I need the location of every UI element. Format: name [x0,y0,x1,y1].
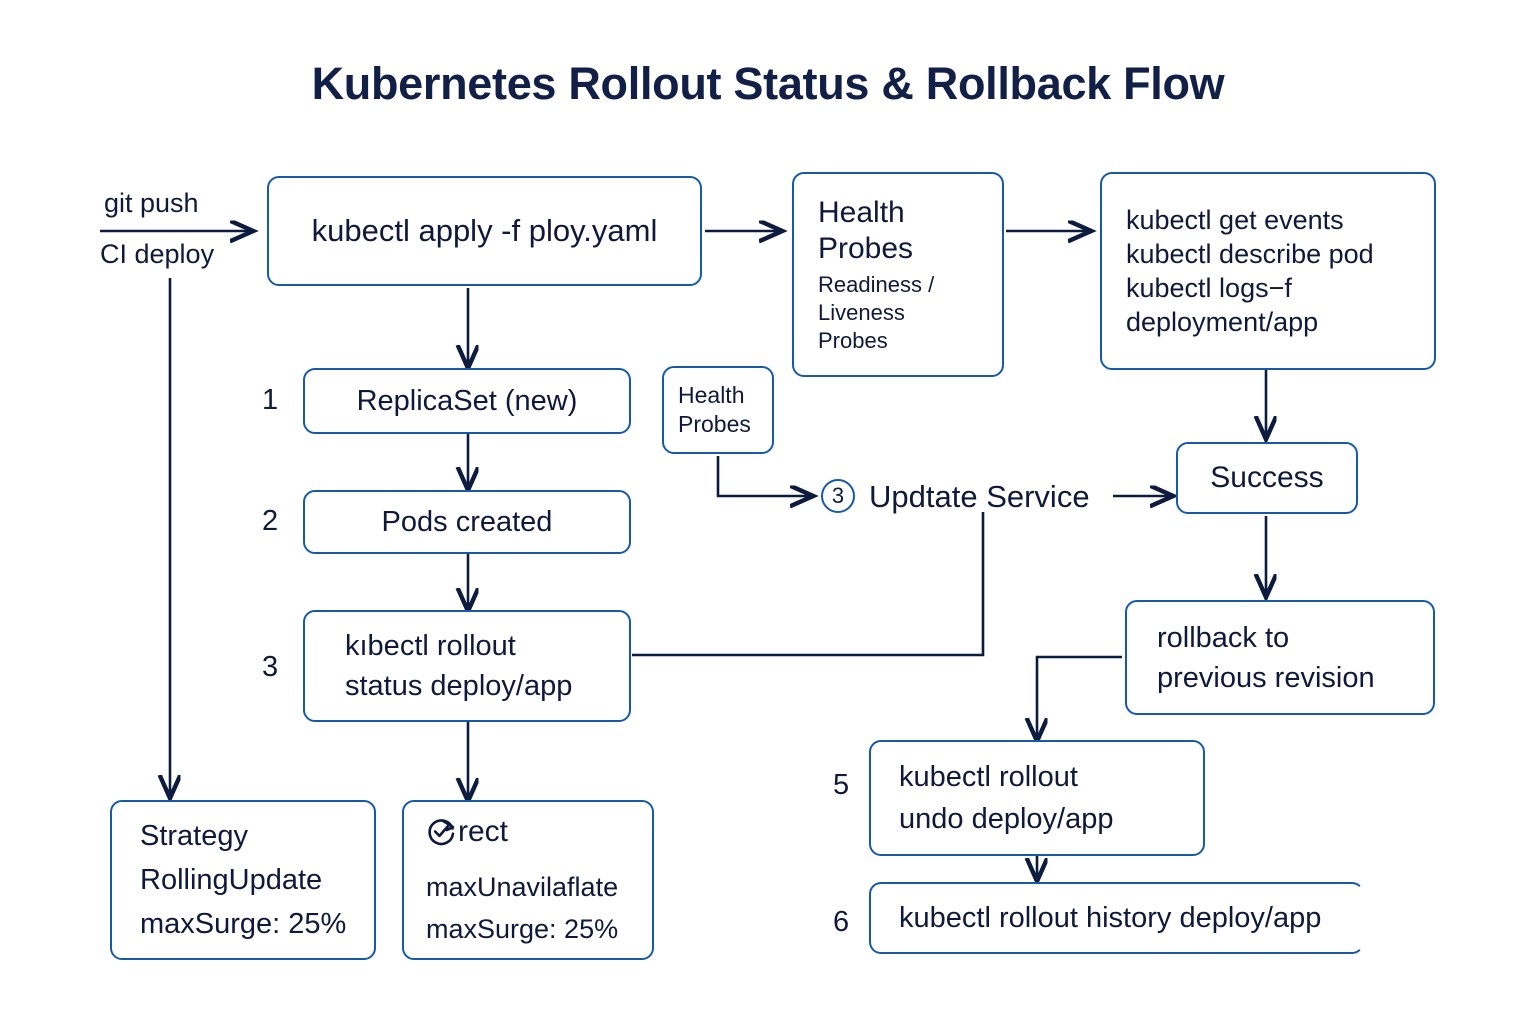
node-pods-created-line1: Pods created [381,505,553,538]
node-debug-commands-line3: kubectl logs−f [1126,273,1292,303]
node-rollback-line1: rollback to [1157,621,1290,654]
node-rollback[interactable]: rollback to previous revision [1125,600,1435,715]
node-rect[interactable]: rect maxUnavilaflate maxSurge: 25% [402,800,654,960]
node-debug-commands-line2: kubectl describe pod [1126,239,1374,269]
node-health-probes-line3: Readiness / [818,271,935,297]
step-number-3: 3 [262,651,279,683]
edge-label-ci-deploy: CI deploy [100,239,215,269]
node-rollout-status-line2: status deploy/app [345,670,573,702]
node-health-probes-line4: Liveness [818,299,905,325]
node-strategy-line2: RollingUpdate [140,864,323,896]
node-rollout-undo[interactable]: kubectl rollout undo deploy/app [869,740,1205,856]
node-health-probes-line5: Probes [818,327,888,353]
node-replicaset[interactable]: ReplicaSet (new) [303,368,631,434]
node-update-service[interactable]: Updtate Service [869,479,1090,514]
node-health-probes-small-line1: Health [678,382,745,408]
check-circle-arrow-icon [426,816,456,860]
node-rollback-line2: previous revision [1157,661,1375,694]
page-title: Kubernetes Rollout Status & Rollback Flo… [311,58,1225,109]
node-success-line1: Success [1210,461,1324,494]
node-rollout-undo-line1: kubectl rollout [899,761,1078,793]
node-pods-created[interactable]: Pods created [303,490,631,554]
node-strategy[interactable]: Strategy RollingUpdate maxSurge: 25% [110,800,376,960]
node-strategy-line1: Strategy [140,820,248,852]
node-success[interactable]: Success [1176,442,1358,514]
node-health-probes-small-line2: Probes [678,411,751,437]
node-rect-line1: rect [458,815,509,848]
step-number-6: 6 [833,906,850,938]
node-rollout-history[interactable]: kubectl rollout history deploy/app [869,882,1364,954]
node-health-probes-line2: Probes [818,231,914,265]
node-rollout-history-line1: kubectl rollout history deploy/app [899,901,1322,934]
node-strategy-line3: maxSurge: 25% [140,908,347,940]
node-debug-commands-line4: deployment/app [1126,307,1319,337]
node-rollout-undo-line2: undo deploy/app [899,803,1114,835]
node-kubectl-apply-line1: kubectl apply -f ploy.yaml [311,213,658,248]
node-debug-commands[interactable]: kubectl get events kubectl describe pod … [1100,172,1436,370]
node-rect-line3: maxSurge: 25% [426,914,619,944]
step-number-1: 1 [262,384,279,416]
node-kubectl-apply[interactable]: kubectl apply -f ploy.yaml [267,176,702,286]
edge-label-git-push: git push [104,188,199,218]
edge-health-small-to-update [716,456,812,496]
node-rollout-status-line1: kıbectl rollout [345,630,516,662]
node-health-probes-line1: Health [818,195,905,229]
step-number-5: 5 [833,769,850,801]
node-health-probes-small[interactable]: Health Probes [662,366,774,454]
node-rect-line2: maxUnavilaflate [426,872,619,902]
step-number-2: 2 [262,505,279,537]
step-number-3-circle: 3 [821,479,855,513]
node-rollout-status[interactable]: kıbectl rollout status deploy/app [303,610,631,722]
node-debug-commands-line1: kubectl get events [1126,205,1344,235]
edge-rollout-status-to-update [632,512,985,657]
edge-rollback-to-undo [1037,655,1122,740]
node-replicaset-line1: ReplicaSet (new) [356,384,578,417]
node-health-probes[interactable]: Health Probes Readiness / Liveness Probe… [792,172,1004,377]
